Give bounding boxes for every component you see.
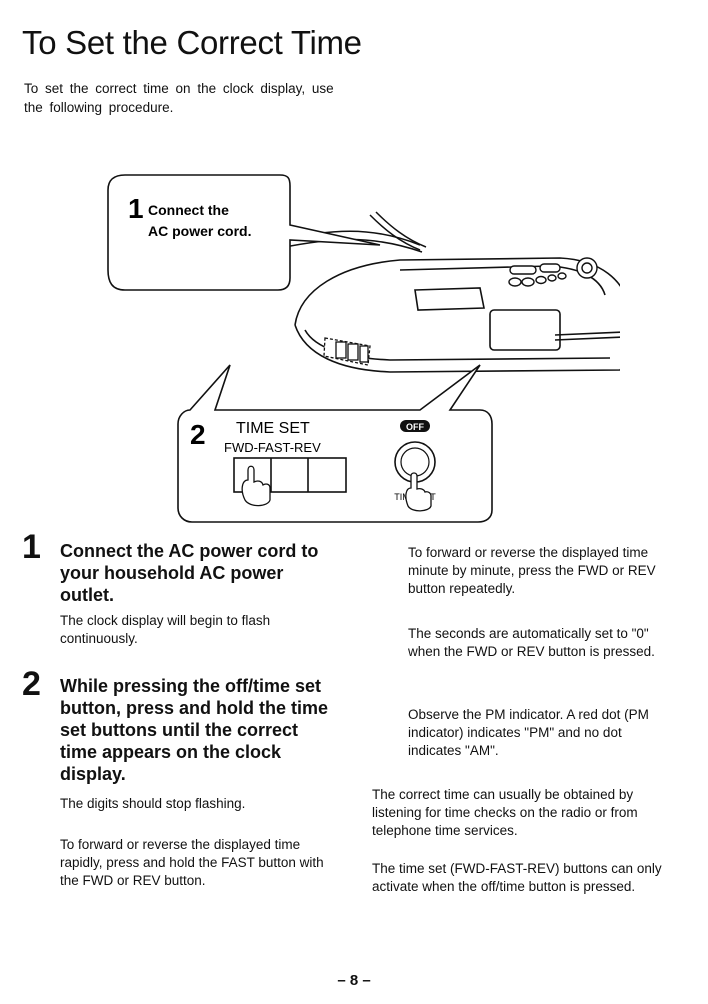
callout-1-line1: Connect the bbox=[148, 202, 229, 218]
clock-radio-illustration: 1 Connect the AC power cord. 2 TIME SET … bbox=[107, 174, 620, 523]
callout-1-line2: AC power cord. bbox=[148, 223, 251, 239]
step-1-number: 1 bbox=[22, 528, 41, 566]
callout-2: 2 TIME SET FWD-FAST-REV OFF TIME SET bbox=[177, 364, 493, 523]
step-1-body: The clock display will begin to flash co… bbox=[60, 613, 271, 646]
time-set-label: TIME SET bbox=[236, 420, 310, 437]
hand-pointer-icon bbox=[405, 472, 432, 512]
side-buttons bbox=[323, 337, 371, 366]
step-2-number: 2 bbox=[22, 665, 41, 703]
step-1-heading: Connect the AC power cord to your househ… bbox=[60, 541, 319, 605]
step-2-extra: To forward or reverse the displayed time… bbox=[60, 837, 324, 888]
right-paragraph-5: The time set (FWD-FAST-REV) buttons can … bbox=[372, 861, 662, 894]
fwd-fast-rev-label: FWD-FAST-REV bbox=[224, 440, 321, 455]
top-controls bbox=[508, 257, 598, 287]
right-paragraph-1: To forward or reverse the displayed time… bbox=[408, 545, 656, 596]
page-title: To Set the Correct Time bbox=[22, 24, 362, 61]
off-badge-text: OFF bbox=[406, 422, 424, 432]
callout-1: 1 Connect the AC power cord. bbox=[107, 174, 381, 291]
right-paragraph-3: Observe the PM indicator. A red dot (PM … bbox=[408, 707, 649, 758]
off-badge bbox=[400, 420, 430, 432]
callout-1-number: 1 bbox=[128, 193, 144, 224]
step-2-heading: While pressing the off/time set button, … bbox=[60, 676, 329, 784]
right-paragraph-4: The correct time can usually be obtained… bbox=[372, 787, 638, 838]
callout-2-number: 2 bbox=[190, 419, 206, 450]
hand-pointer-icon bbox=[241, 465, 271, 507]
right-paragraph-2: The seconds are automatically set to "0"… bbox=[408, 626, 655, 659]
step-2-body: The digits should stop flashing. bbox=[60, 796, 246, 811]
page-number: – 8 – bbox=[337, 972, 371, 989]
intro-text: To set the correct time on the clock dis… bbox=[24, 81, 334, 115]
